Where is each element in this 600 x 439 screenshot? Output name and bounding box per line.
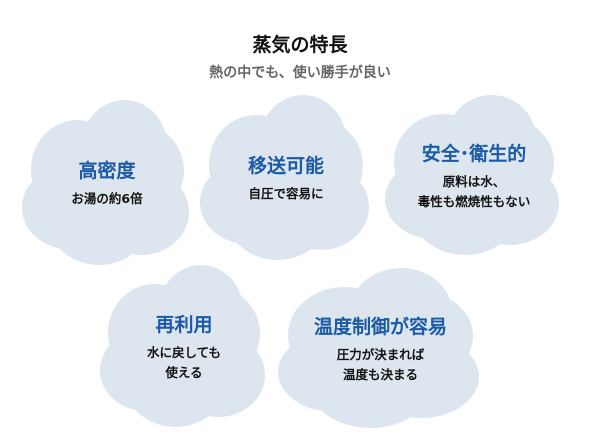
cloud-heading: 温度制御が容易 [313,315,447,338]
cloud-description-line: 自圧で容易に [248,186,324,201]
cloud-temperature-control: 温度制御が容易圧力が決まれば温度も決まる [278,268,483,428]
cloud-safe-hygienic: 安全･衛生的原料は水、毒性も燃焼性もない [385,95,563,255]
cloud-description-line: 原料は水、 [442,173,506,189]
cloud-text: 高密度お湯の約6倍 [22,100,192,265]
cloud-heading: 高密度 [78,160,136,182]
cloud-heading: 安全･衛生的 [421,142,527,165]
cloud-description-line: 使える [165,364,203,380]
cloud-heading: 再利用 [155,313,213,336]
cloud-text: 移送可能自圧で容易に [200,95,372,260]
cloud-puff [220,128,352,231]
cloud-description-line: 温度も決まる [342,366,418,382]
cloud-puff [406,127,542,227]
cloud-puff [120,297,248,398]
page-title: 蒸気の特長 [252,34,348,56]
cloud-description-line: お湯の約6倍 [71,191,143,206]
cloud-description-line: 水に戻しても [146,344,221,360]
cloud-description-line: 毒性も燃焼性もない [417,193,531,209]
cloud-high-density: 高密度お湯の約6倍 [22,100,192,265]
cloud-puff [302,300,459,400]
cloud-transportable: 移送可能自圧で容易に [200,95,372,260]
cloud-heading: 移送可能 [247,155,324,177]
page-subtitle: 熱の中でも、使い勝手が良い [209,65,391,81]
cloud-puff [42,133,172,236]
cloud-description-line: 圧力が決まれば [336,346,425,362]
cloud-text: 再利用水に戻しても使える [100,265,268,427]
cloud-text: 安全･衛生的原料は水、毒性も燃焼性もない [385,95,563,255]
cloud-reusable: 再利用水に戻しても使える [100,265,268,427]
cloud-text: 温度制御が容易圧力が決まれば温度も決まる [278,268,483,428]
